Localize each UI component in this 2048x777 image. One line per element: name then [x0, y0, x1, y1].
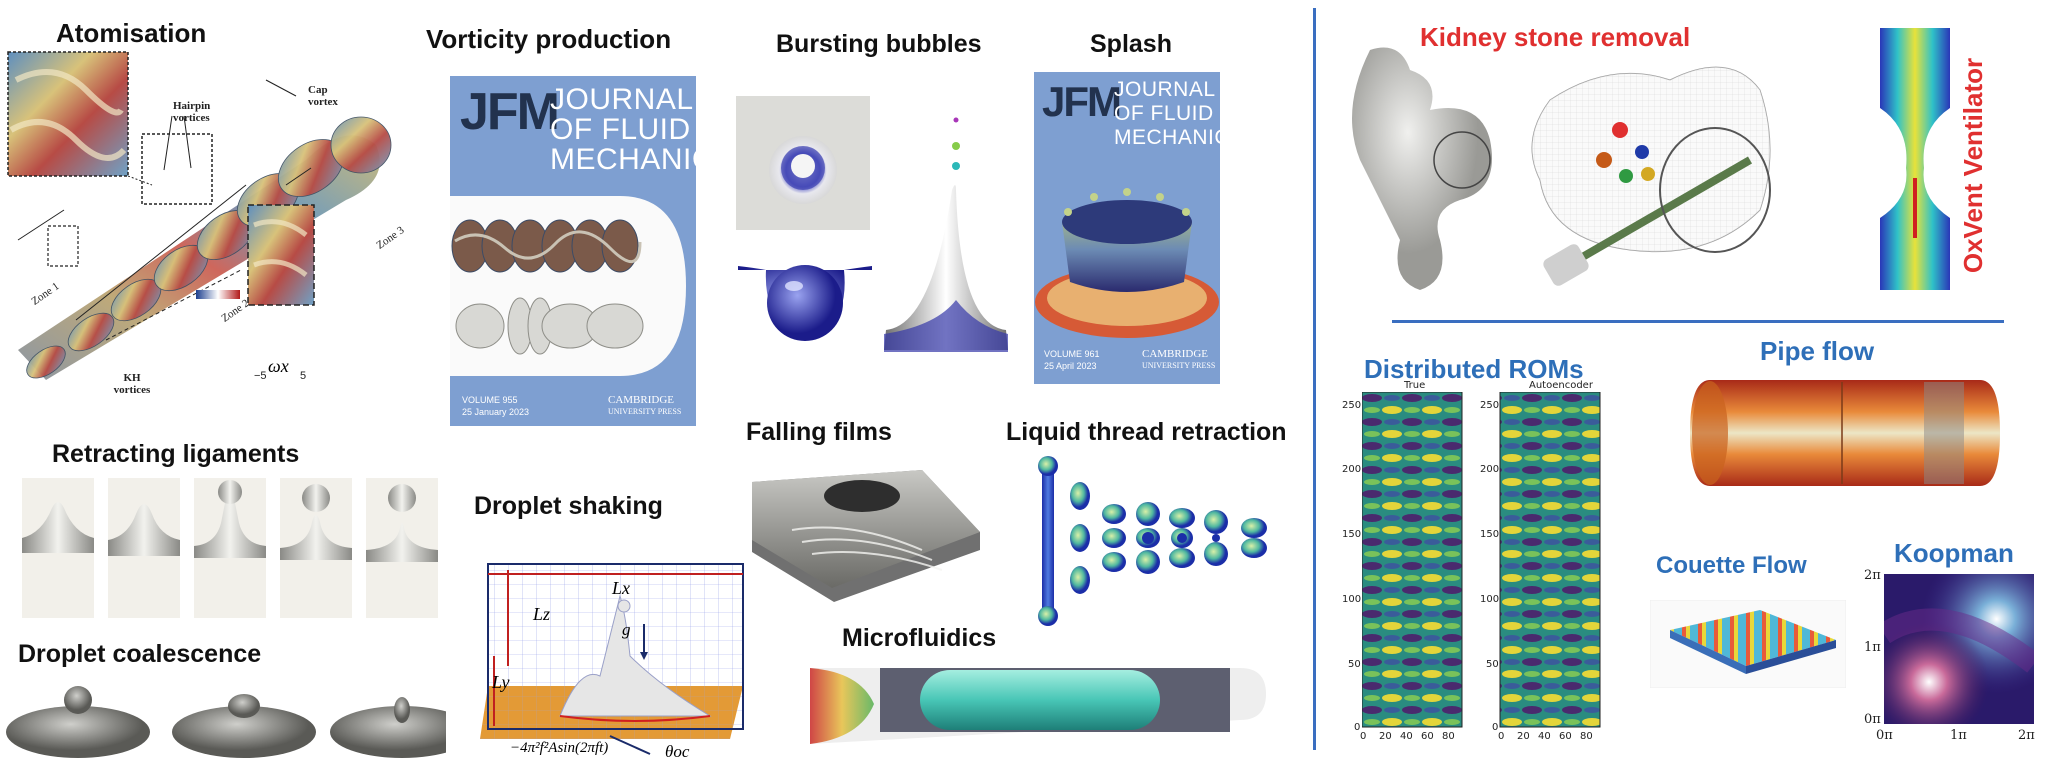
cover1-publisher-1: CAMBRIDGE	[608, 394, 675, 406]
shaking-lz: Lz	[533, 604, 551, 624]
microfluidics-title: Microfluidics	[842, 624, 997, 652]
colorbar-max-label: 5	[300, 370, 307, 382]
roms-xtick2-0: 0	[1498, 731, 1505, 742]
koopman-ytick-0pi: 0π	[1864, 712, 1881, 727]
kh-vortices-label: KH vortices	[113, 372, 151, 396]
cover2-date: 25 April 2023	[1044, 361, 1097, 371]
roms-panel1-title: True	[1404, 380, 1426, 391]
splash-title: Splash	[1090, 30, 1172, 58]
roms-xtick-60: 60	[1421, 731, 1434, 742]
roms-xtick-40: 40	[1400, 731, 1413, 742]
roms-heatmaps	[1362, 392, 1601, 728]
thread-title: Liquid thread retraction	[1006, 418, 1287, 446]
koopman-xtick-1pi: 1π	[1950, 728, 1967, 743]
ligaments-title: Retracting ligaments	[52, 440, 300, 468]
journal-title-line3: MECHANICS	[550, 143, 696, 176]
koopman-title: Koopman	[1894, 538, 2014, 568]
roms-ytick-0: 0	[1354, 722, 1361, 733]
pipe-title: Pipe flow	[1760, 336, 1875, 366]
oxvent-title: OxVent Ventilator	[1958, 57, 1989, 274]
roms-ytick-150: 150	[1342, 529, 1362, 540]
splash-cover-image	[1035, 188, 1219, 338]
shaking-figure	[480, 563, 744, 755]
roms-xtick2-20: 20	[1517, 731, 1530, 742]
shaking-lx: Lx	[612, 578, 630, 598]
roms-ytick-200: 200	[1342, 464, 1362, 475]
vorticity-title: Vorticity production	[426, 24, 672, 54]
shaking-ly: Ly	[492, 672, 510, 692]
roms-ytick-250: 250	[1342, 400, 1362, 411]
koopman-ytick-1pi: 1π	[1864, 640, 1881, 655]
roms-xtick2-40: 40	[1538, 731, 1551, 742]
shaking-title: Droplet shaking	[474, 492, 663, 520]
coalescence-title: Droplet coalescence	[18, 640, 262, 668]
cap-vortex-label: Cap vortex	[308, 84, 338, 108]
roms-title: Distributed ROMs	[1364, 354, 1584, 384]
couette-title: Couette Flow	[1656, 552, 1807, 579]
shaking-g: g	[622, 620, 631, 639]
roms-ytick-50: 50	[1348, 659, 1361, 670]
roms-xtick-80: 80	[1442, 731, 1455, 742]
roms-panel2-title: Autoencoder	[1529, 380, 1593, 391]
koopman-figure	[1884, 574, 2034, 724]
cover2-publisher-2: UNIVERSITY PRESS	[1142, 361, 1216, 370]
jfm-logo: JFM	[460, 83, 560, 141]
kidney-figure	[1352, 47, 1771, 290]
atomisation-figure	[7, 51, 392, 380]
roms-ytick2-100: 100	[1480, 594, 1500, 605]
colorbar-min-label: −5	[254, 370, 267, 382]
shaking-forcing: −4π²f²Asin(2πft)	[510, 740, 609, 756]
journal-title-line1: JOURNAL	[550, 83, 694, 116]
roms-xtick2-60: 60	[1559, 731, 1572, 742]
thread-figure	[1038, 456, 1267, 626]
omega-label: ωx	[268, 356, 289, 376]
journal2-title-line1: JOURNAL	[1114, 78, 1216, 101]
roms-ytick2-200: 200	[1480, 464, 1500, 475]
roms-xtick-20: 20	[1379, 731, 1392, 742]
koopman-xtick-2pi: 2π	[2018, 728, 2035, 743]
oxvent-figure	[1880, 28, 1950, 290]
falling-title: Falling films	[746, 418, 892, 446]
koopman-xtick-0pi: 0π	[1876, 728, 1893, 743]
journal2-title-line2: OF FLUID	[1114, 102, 1214, 125]
cover1-volume: VOLUME 955	[462, 395, 518, 405]
ligaments-figure	[22, 478, 438, 618]
bubbles-title: Bursting bubbles	[776, 30, 982, 58]
kidney-title: Kidney stone removal	[1420, 22, 1691, 52]
vertical-divider	[1313, 8, 1316, 750]
hairpin-label: Hairpin vortices	[173, 100, 211, 124]
roms-ytick2-150: 150	[1480, 529, 1500, 540]
cover1-date: 25 January 2023	[462, 407, 530, 417]
pipe-flow-figure	[1690, 380, 2000, 486]
coalescence-figure	[6, 686, 446, 758]
horizontal-divider	[1392, 320, 2004, 323]
bubbles-figure	[736, 96, 1008, 352]
roms-xtick2-80: 80	[1580, 731, 1593, 742]
roms-ytick2-50: 50	[1486, 659, 1499, 670]
roms-ytick2-250: 250	[1480, 400, 1500, 411]
cover2-volume: VOLUME 961	[1044, 349, 1100, 359]
koopman-ytick-2pi: 2π	[1864, 568, 1881, 583]
journal2-title-line3: MECHANICS	[1114, 126, 1220, 149]
cover2-publisher-1: CAMBRIDGE	[1142, 348, 1209, 360]
couette-figure	[1650, 600, 1846, 688]
falling-films-figure	[752, 470, 980, 602]
vorticity-cover-image	[450, 196, 686, 376]
shaking-theta: θoc	[665, 742, 690, 761]
journal-cover-vorticity: JFM JOURNAL OF FLUID MECHANICS VOLUME 95…	[450, 76, 696, 426]
microfluidics-figure	[810, 668, 1266, 744]
cover1-publisher-2: UNIVERSITY PRESS	[608, 407, 682, 416]
journal-cover-splash: JFM JOURNAL OF FLUID MECHANICS VOLUME 96…	[1034, 72, 1220, 384]
journal-title-line2: OF FLUID	[550, 113, 691, 146]
roms-ytick2-0: 0	[1492, 722, 1499, 733]
roms-ytick-100: 100	[1342, 594, 1362, 605]
atomisation-title: Atomisation	[56, 18, 207, 48]
jfm-logo-2: JFM	[1042, 78, 1122, 125]
roms-xtick-0: 0	[1360, 731, 1367, 742]
